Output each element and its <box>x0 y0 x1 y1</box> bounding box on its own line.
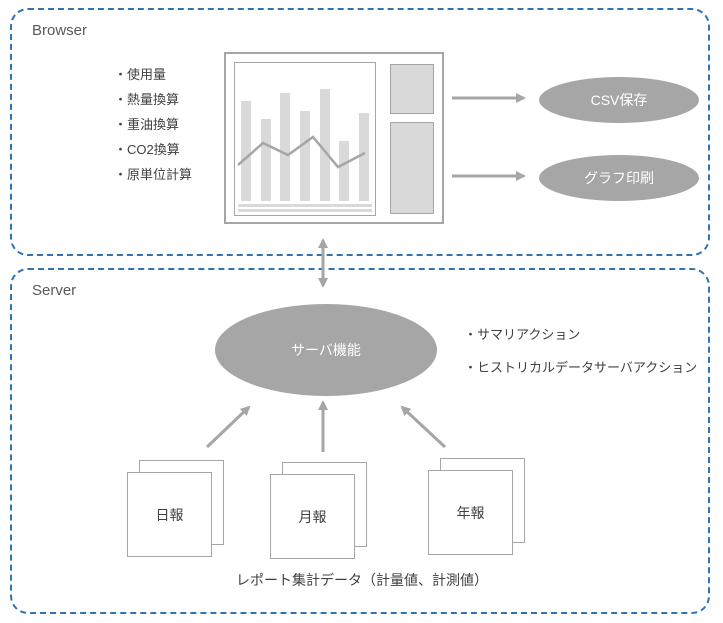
chart-bars <box>241 83 369 201</box>
graph-print-ellipse: グラフ印刷 <box>539 155 699 201</box>
csv-save-label: CSV保存 <box>590 92 648 108</box>
feature-item-heat: ・熱量換算 <box>114 92 180 107</box>
bar <box>260 119 271 201</box>
bar <box>299 111 310 201</box>
plot-strip <box>238 209 372 212</box>
report-stack-daily: 日報 <box>127 460 225 558</box>
browser-zone-label: Browser <box>32 22 88 39</box>
server-zone-label: Server <box>32 282 77 299</box>
feature-item-usage: ・使用量 <box>114 67 167 82</box>
bar <box>241 101 251 201</box>
bar <box>358 113 369 201</box>
report-caption: レポート集計データ（計量値、計測値） <box>236 572 488 588</box>
feature-item-co2: ・CO2換算 <box>114 142 180 157</box>
server-action-list: ・サマリアクション ・ヒストリカルデータサーバアクション <box>464 318 697 384</box>
bar <box>280 93 291 201</box>
report-yearly: 年報 <box>428 470 513 555</box>
chart-side-panel-bottom <box>390 122 434 214</box>
csv-save-ellipse: CSV保存 <box>539 77 699 123</box>
plot-strip <box>238 204 372 207</box>
trend-line-layer <box>237 135 366 169</box>
bar <box>319 89 330 201</box>
trend-line <box>237 135 366 169</box>
feature-item-unit: ・原単位計算 <box>114 167 193 182</box>
bar <box>339 141 350 201</box>
browser-feature-list: ・使用量 ・熱量換算 ・重油換算 ・CO2換算 ・原単位計算 <box>114 62 192 187</box>
server-function-label: サーバ機能 <box>291 342 361 358</box>
chart-side-panel-top <box>390 64 434 114</box>
feature-item-oil: ・重油換算 <box>114 117 180 132</box>
chart-window <box>224 52 444 224</box>
report-monthly: 月報 <box>270 474 355 559</box>
action-item-historical: ・ヒストリカルデータサーバアクション <box>464 360 698 375</box>
graph-print-label: グラフ印刷 <box>584 170 654 186</box>
server-function-ellipse: サーバ機能 <box>215 304 437 396</box>
server-zone: Server サーバ機能 ・サマリアクション ・ヒストリカルデータサーバアクショ… <box>10 268 710 614</box>
report-stack-yearly: 年報 <box>428 458 526 556</box>
chart-plot <box>234 62 376 216</box>
report-daily: 日報 <box>127 472 212 557</box>
action-item-summary: ・サマリアクション <box>464 327 581 342</box>
report-stack-monthly: 月報 <box>270 462 368 560</box>
browser-zone: Browser ・使用量 ・熱量換算 ・重油換算 ・CO2換算 ・原単位計算 C… <box>10 8 710 256</box>
